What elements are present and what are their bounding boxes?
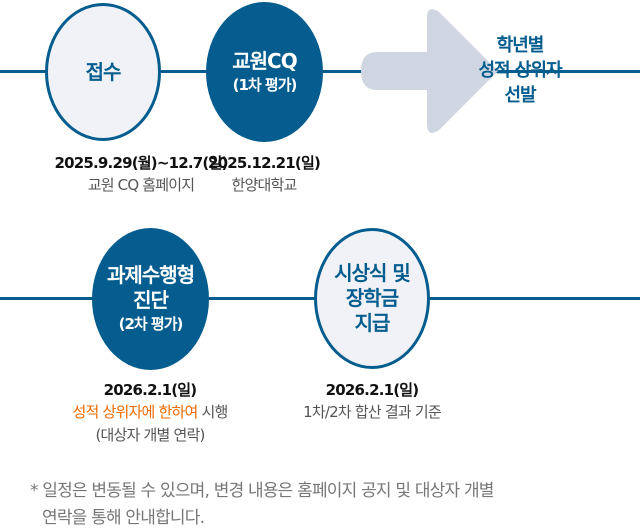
step-date: 2026.2.1(일) [325,381,420,399]
step-title-line: 성적 상위자 [478,60,562,81]
step-second-evaluation: 과제수행형 진단 (2차 평가) [92,228,209,370]
step-subtitle: (1차 평가) [232,75,298,94]
step-title-line: 과제수행형 [107,263,195,287]
arrow-shape [361,9,498,133]
step-title-line: 진단 [133,288,169,312]
step-title: 접수 [85,59,122,84]
step-detail: 1차/2차 합산 결과 기준 [303,403,441,421]
footnote-line: * 일정은 변동될 수 있으며, 변경 내용은 홈페이지 공지 및 대상자 개별 [30,481,494,501]
step-detail: 시행 [197,403,228,421]
step-title-line: 학년별 [496,35,545,56]
step-first-evaluation: 교원CQ (1차 평가) [206,2,323,142]
step-title-line: 선발 [504,85,536,106]
step-award: 시상식 및 장학금 지급 [314,228,430,369]
step-application-caption: 2025.9.29(월)~12.7(일) 교원 CQ 홈페이지 [54,152,228,197]
step-title-line: 지급 [354,311,391,335]
step-subtitle: (2차 평가) [118,315,184,333]
step-title: 교원CQ [232,48,297,73]
highlight-text: 성적 상위자에 한하여 [72,403,199,421]
footnote-line: 연락을 통해 안내합니다. [42,508,205,528]
step-date: 2025.12.21(일) [207,154,321,172]
step-title-line: 장학금 [345,286,399,310]
footnote: * 일정은 변동될 수 있으며, 변경 내용은 홈페이지 공지 및 대상자 개별… [30,478,494,532]
step-award-caption: 2026.2.1(일) 1차/2차 합산 결과 기준 [303,379,441,424]
step-detail-2: (대상자 개별 연락) [95,426,205,444]
step-detail: 교원 CQ 홈페이지 [87,176,195,194]
step-title-line: 시상식 및 [334,261,411,285]
step-application: 접수 [45,3,161,141]
step-first-evaluation-caption: 2025.12.21(일) 한양대학교 [207,152,321,197]
step-detail: 한양대학교 [231,176,297,194]
step-second-evaluation-caption: 2026.2.1(일) 성적 상위자에 한하여 시행 (대상자 개별 연락) [72,379,229,447]
step-date: 2025.9.29(월)~12.7(일) [54,154,228,172]
step-date: 2026.2.1(일) [103,381,198,399]
step-selection: 학년별 성적 상위자 선발 [440,33,600,108]
